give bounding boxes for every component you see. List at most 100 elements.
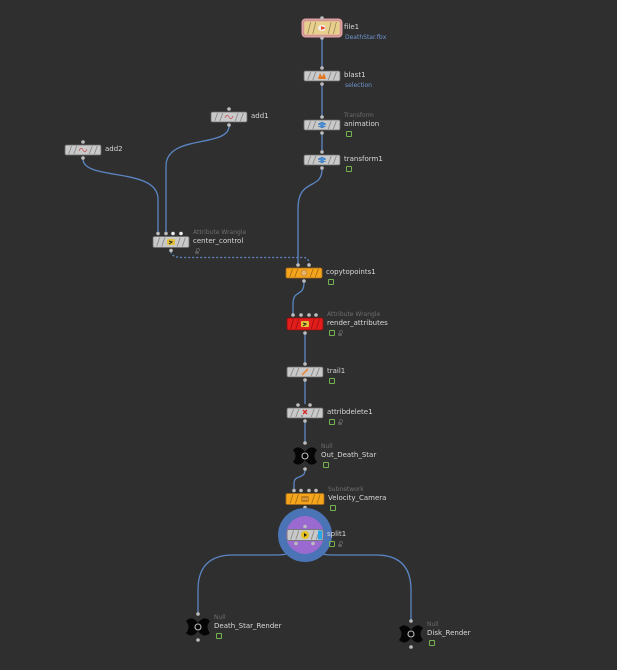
- node-name-label[interactable]: render_attributes: [327, 319, 388, 327]
- display-flag-icon[interactable]: [346, 131, 352, 137]
- input-port[interactable]: [320, 150, 324, 154]
- input-port[interactable]: [307, 488, 311, 493]
- input-port[interactable]: [314, 488, 318, 493]
- node-transform1[interactable]: [303, 150, 341, 170]
- input-port[interactable]: [81, 140, 85, 144]
- node-file1[interactable]: [301, 16, 343, 40]
- output-port[interactable]: [409, 645, 413, 649]
- display-flag-icon[interactable]: [330, 505, 336, 511]
- node-center_control[interactable]: [152, 231, 190, 253]
- node-name-label[interactable]: add1: [251, 112, 269, 120]
- wire-copytopoints1-to-render_attributes[interactable]: [292, 281, 305, 314]
- node-name-label[interactable]: Death_Star_Render: [214, 622, 282, 630]
- node-name-label[interactable]: Out_Death_Star: [321, 451, 377, 459]
- input-port[interactable]: [196, 612, 200, 616]
- input-port[interactable]: [227, 107, 231, 111]
- input-port[interactable]: [179, 231, 183, 236]
- node-copytopoints1[interactable]: [285, 263, 323, 283]
- input-port[interactable]: [303, 441, 307, 445]
- input-port[interactable]: [314, 313, 318, 317]
- input-port[interactable]: [303, 362, 307, 366]
- input-port[interactable]: [164, 231, 168, 236]
- display-flag-icon[interactable]: [216, 633, 222, 639]
- input-port[interactable]: [307, 263, 311, 267]
- input-port[interactable]: [409, 619, 413, 623]
- display-flag-icon[interactable]: [329, 378, 335, 384]
- output-port[interactable]: [302, 279, 306, 283]
- node-add1[interactable]: [210, 107, 248, 127]
- input-port[interactable]: [296, 263, 300, 267]
- output-port[interactable]: [320, 82, 324, 86]
- node-Death_Star_Render[interactable]: [186, 612, 210, 642]
- output-port[interactable]: [320, 131, 324, 135]
- lock-icon[interactable]: [195, 248, 200, 254]
- wire-add1-to-center_control[interactable]: [165, 125, 230, 233]
- lock-icon[interactable]: [338, 330, 343, 336]
- input-port[interactable]: [296, 403, 300, 407]
- output-port[interactable]: [320, 36, 324, 40]
- display-flag-icon[interactable]: [329, 541, 335, 547]
- display-flag-bar[interactable]: [318, 530, 322, 540]
- node-blast1[interactable]: [303, 66, 341, 86]
- display-flag-icon[interactable]: [323, 462, 329, 468]
- node-Disk_Render[interactable]: [399, 619, 423, 649]
- node-body[interactable]: [303, 70, 341, 82]
- display-flag-icon[interactable]: [329, 330, 335, 336]
- input-port[interactable]: [292, 488, 296, 493]
- node-name-label[interactable]: Disk_Render: [427, 629, 471, 637]
- node-split1[interactable]: [278, 508, 332, 562]
- output-port[interactable]: [320, 166, 324, 170]
- output-port[interactable]: [169, 248, 173, 253]
- node-name-label[interactable]: add2: [105, 145, 123, 153]
- input-port[interactable]: [291, 313, 295, 317]
- node-body[interactable]: [286, 407, 324, 419]
- node-name-label[interactable]: center_control: [193, 237, 244, 245]
- display-flag-icon[interactable]: [429, 640, 435, 646]
- input-port[interactable]: [303, 524, 307, 529]
- output-port[interactable]: [294, 541, 298, 546]
- wire-transform1-to-copytopoints1[interactable]: [297, 168, 323, 264]
- node-Out_Death_Star[interactable]: [293, 441, 317, 471]
- node-name-label[interactable]: trail1: [327, 367, 346, 375]
- node-trail1[interactable]: [286, 362, 324, 382]
- wire-center_control-to-copytopoints1[interactable]: [170, 251, 310, 265]
- input-port[interactable]: [320, 66, 324, 70]
- node-name-label[interactable]: split1: [327, 530, 347, 538]
- output-port[interactable]: [311, 541, 315, 546]
- output-port[interactable]: [196, 638, 200, 642]
- lock-icon[interactable]: [338, 419, 343, 425]
- input-port[interactable]: [299, 313, 303, 317]
- output-port[interactable]: [303, 419, 307, 423]
- node-Velocity_Camera[interactable]: [285, 488, 325, 510]
- node-name-label[interactable]: transform1: [344, 155, 383, 163]
- node-add2[interactable]: [64, 140, 102, 160]
- node-animation[interactable]: [303, 115, 341, 135]
- node-render_attributes[interactable]: [286, 313, 324, 335]
- input-port[interactable]: [320, 115, 324, 119]
- wire-split1-to-Death_Star_Render[interactable]: [197, 544, 297, 614]
- node-name-label[interactable]: blast1: [344, 71, 366, 79]
- wire-Out_Death_Star-to-Velocity_Camera[interactable]: [293, 469, 306, 490]
- input-port[interactable]: [299, 488, 303, 493]
- display-flag-icon[interactable]: [329, 419, 335, 425]
- node-name-label[interactable]: attribdelete1: [327, 408, 373, 416]
- input-port[interactable]: [320, 16, 324, 20]
- display-flag-icon[interactable]: [328, 279, 334, 285]
- input-port[interactable]: [171, 231, 175, 236]
- node-name-label[interactable]: Velocity_Camera: [328, 494, 387, 502]
- display-flag-icon[interactable]: [346, 166, 352, 172]
- output-port[interactable]: [303, 378, 307, 382]
- lock-icon[interactable]: [338, 541, 343, 547]
- input-port[interactable]: [308, 403, 312, 407]
- node-name-label[interactable]: copytopoints1: [326, 268, 376, 276]
- node-name-label[interactable]: file1: [344, 23, 360, 31]
- wire-add2-to-center_control[interactable]: [82, 158, 159, 233]
- output-port[interactable]: [227, 123, 231, 127]
- input-port[interactable]: [156, 231, 160, 236]
- output-port[interactable]: [303, 467, 307, 471]
- output-port[interactable]: [81, 156, 85, 160]
- node-name-label[interactable]: animation: [344, 120, 380, 128]
- output-port[interactable]: [303, 331, 307, 335]
- wire-split1-to-Disk_Render[interactable]: [312, 544, 412, 621]
